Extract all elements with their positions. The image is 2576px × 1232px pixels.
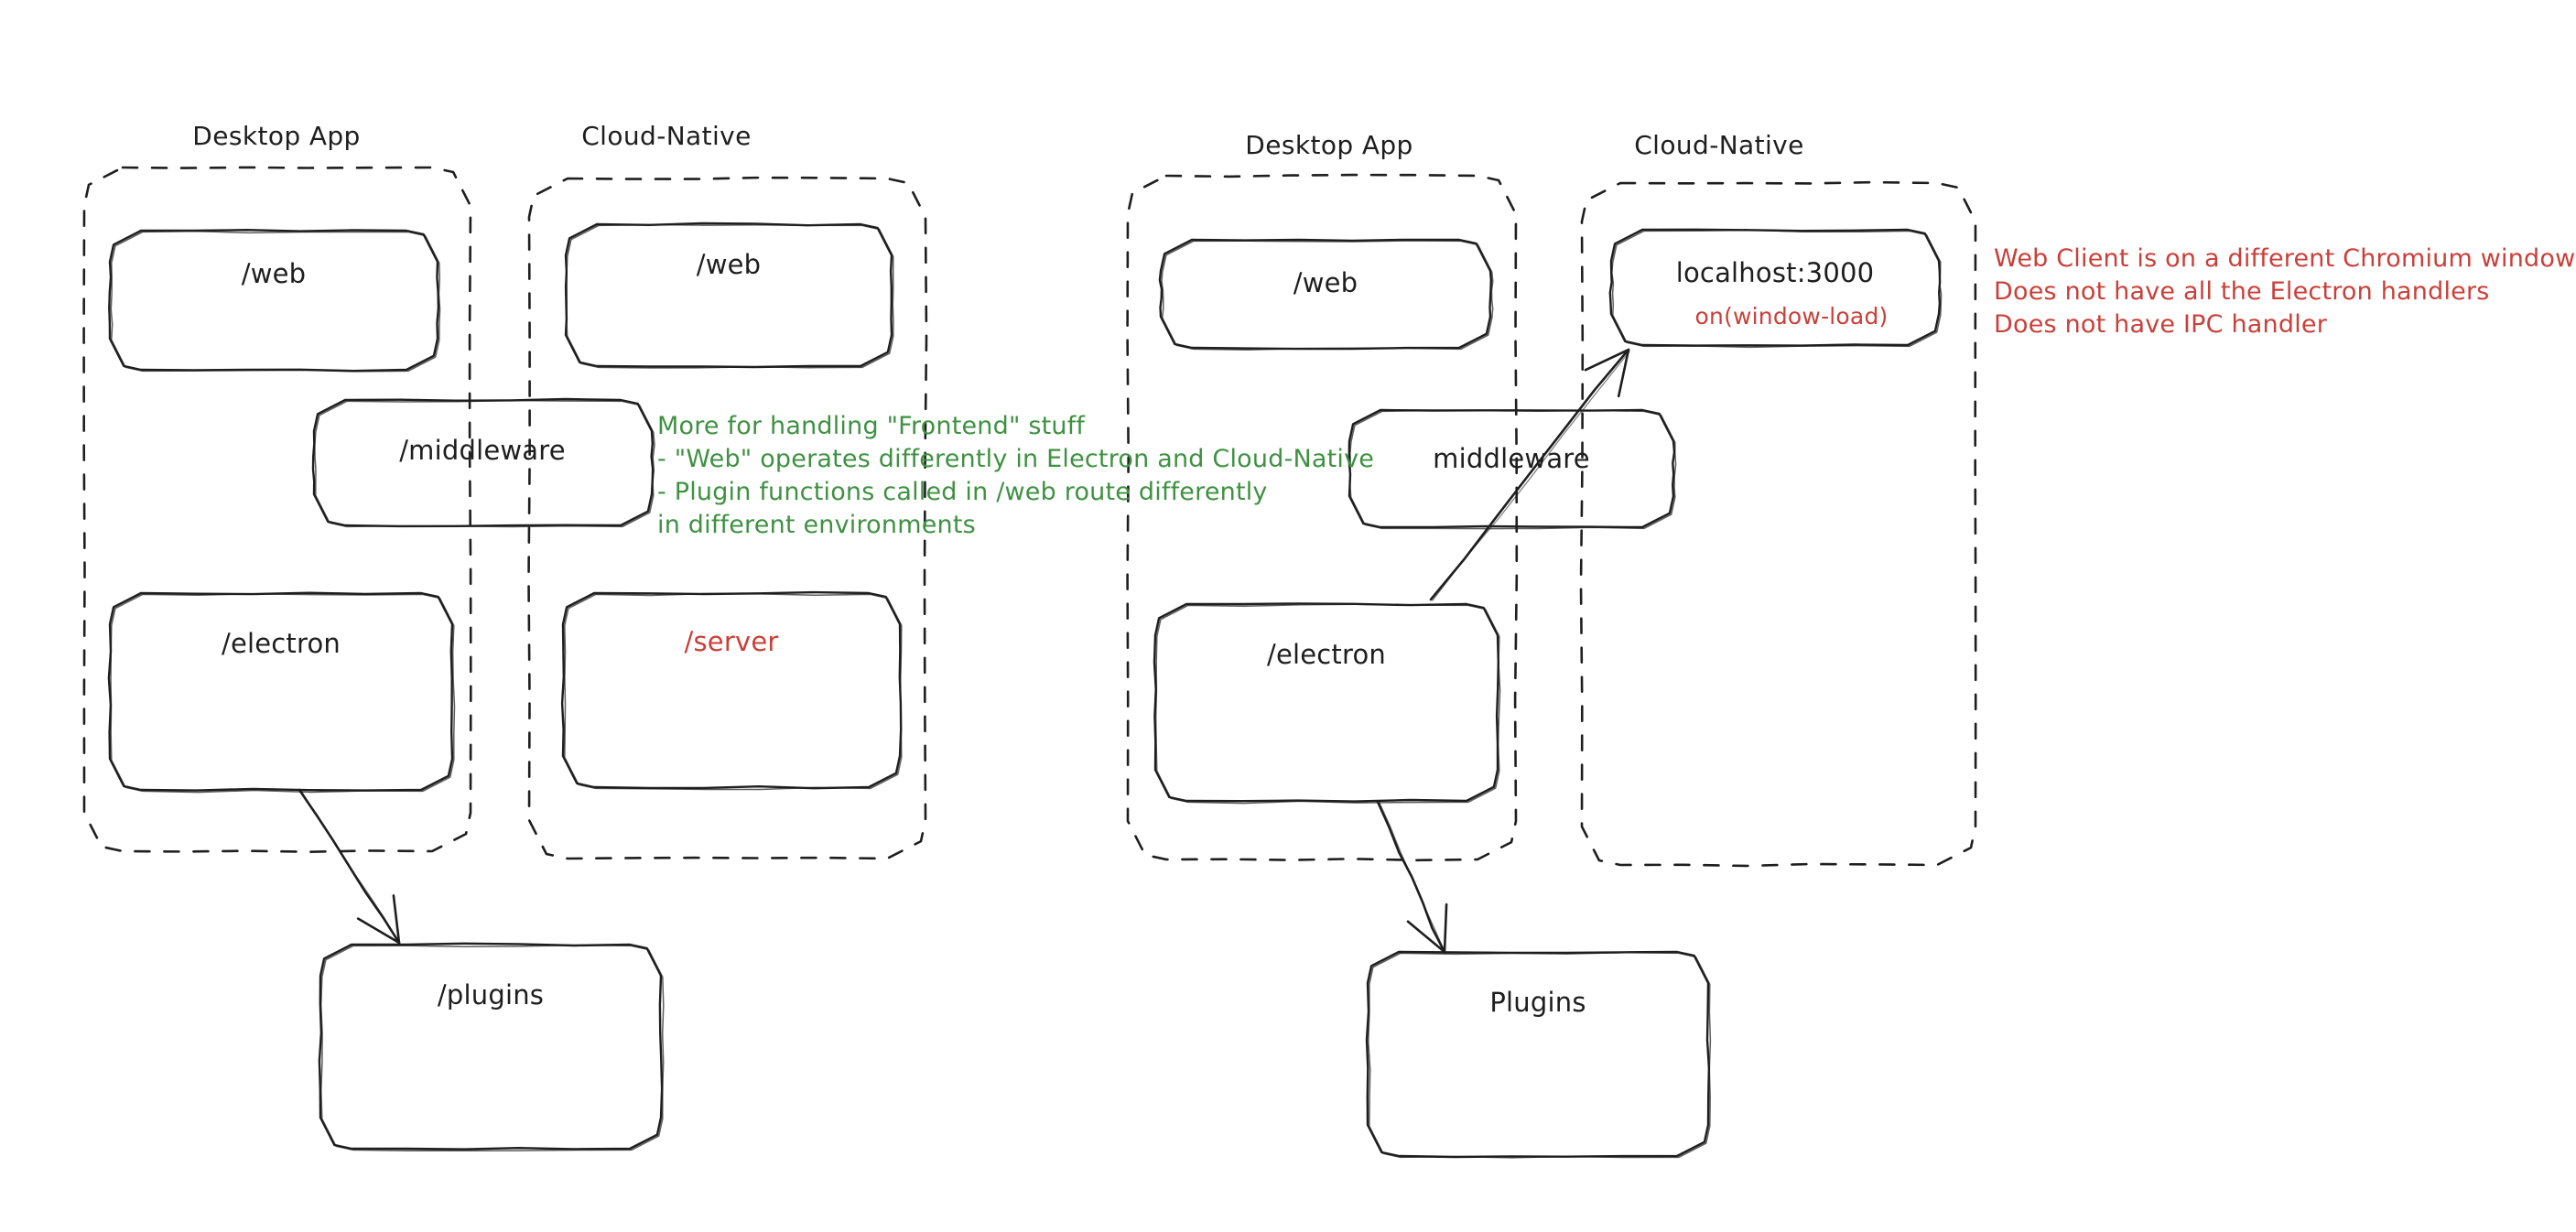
node-label-left-middleware: /middleware [399,435,566,466]
annotation-line: Does not have all the Electron handlers [1994,276,2490,306]
node-box[interactable] [1348,408,1677,530]
annotation-red-note: Web Client is on a different Chromium wi… [1994,243,2575,341]
node-label-left-electron: /electron [221,628,341,659]
annotation-green-note: More for handling "Frontend" stuff - "Web… [657,410,1374,542]
annotation-line: Does not have IPC handler [1994,309,2328,339]
node-box[interactable] [560,590,903,791]
node-label-left-server: /server [684,626,779,657]
node-label-right-localhost: localhost:3000 [1675,257,1875,288]
connector-arrow [1376,800,1448,955]
node-box[interactable] [1365,950,1712,1159]
annotation-line: More for handling "Frontend" stuff [657,412,1086,440]
group-label-right-cloud-native: Cloud-Native [1634,130,1804,160]
group-label-left-cloud-native: Cloud-Native [581,121,752,151]
group-container [82,166,472,853]
annotation-line: - "Web" operates differently in Electron… [657,444,1375,473]
group-label-left-desktop-app: Desktop App [192,121,361,151]
node-label-right-web: /web [1293,267,1358,298]
group-container [1579,180,1977,868]
node-box[interactable] [1158,238,1494,351]
node-label-left-plugins: /plugins [437,979,545,1010]
connector-arrow [298,788,401,946]
node-sublabel-right-localhost: on(window-load) [1694,303,1889,330]
node-box[interactable] [108,229,441,373]
node-label-right-middleware: middleware [1433,443,1590,474]
annotation-line: in different environments [657,510,976,539]
node-box[interactable] [1153,602,1501,805]
node-box[interactable] [107,591,456,794]
node-label-left-web-cloud: /web [696,249,762,280]
node-box[interactable] [318,942,665,1151]
group-container [527,176,928,860]
node-label-right-plugins: Plugins [1489,987,1586,1018]
annotation-line: - Plugin functions called in /web route … [657,477,1268,506]
node-box[interactable] [311,397,655,528]
connector-arrow [1429,348,1630,601]
group-label-right-desktop-app: Desktop App [1245,130,1413,160]
annotation-line: Web Client is on a different Chromium wi… [1994,244,2576,273]
group-container [1126,173,1519,862]
node-box[interactable] [564,222,894,369]
node-box[interactable] [1608,228,1943,349]
node-label-left-web-desktop: /web [241,258,307,289]
node-label-right-electron: /electron [1266,639,1387,670]
